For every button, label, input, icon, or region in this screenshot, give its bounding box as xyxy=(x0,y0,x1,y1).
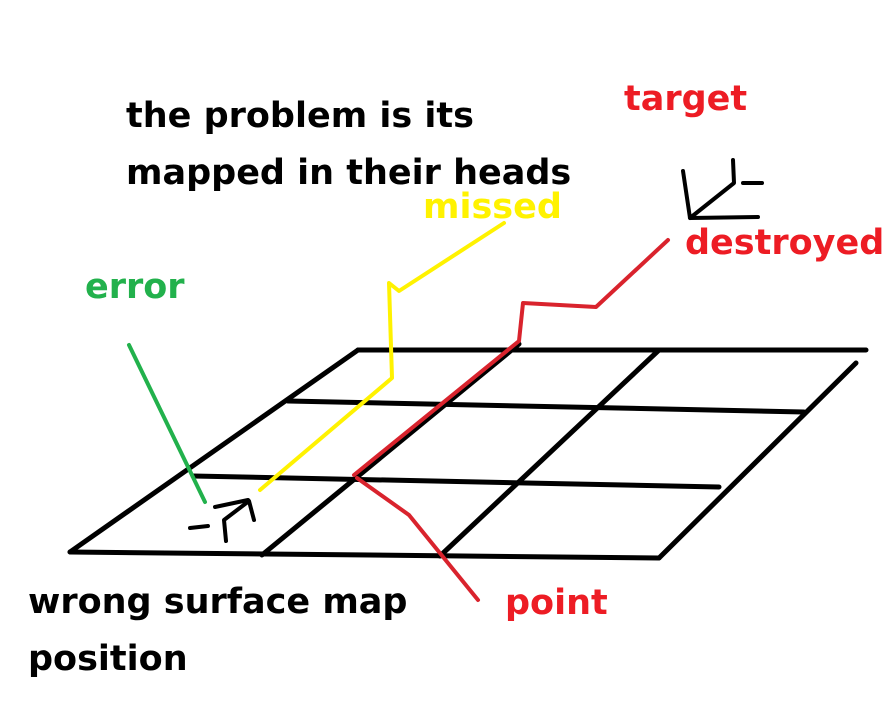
point-indicator-line xyxy=(355,476,480,602)
point-label: point xyxy=(505,583,608,623)
diagram-title: the problem is its mapped in their heads xyxy=(126,96,572,193)
error-label: error xyxy=(85,267,185,307)
surface-grid xyxy=(67,341,869,561)
target-label: target xyxy=(624,79,748,119)
surface-position-marker-icon xyxy=(188,498,256,543)
bottom-caption: wrong surface map position xyxy=(28,582,408,679)
error-line xyxy=(127,343,207,504)
grid-column-line-2 xyxy=(437,347,662,559)
grid-column-line-1 xyxy=(259,341,522,558)
grid-outline-right xyxy=(656,360,859,561)
target-marker-icon xyxy=(681,158,764,220)
grid-outline-left xyxy=(67,347,361,555)
missed-label: missed xyxy=(423,187,562,227)
grid-row-line-2 xyxy=(190,473,722,490)
missed-trajectory-line xyxy=(258,221,506,492)
grid-row-line-1 xyxy=(285,398,807,415)
grid-outline-bottom xyxy=(67,549,662,561)
destroyed-trajectory-line xyxy=(352,238,670,477)
destroyed-label: destroyed xyxy=(685,223,885,263)
